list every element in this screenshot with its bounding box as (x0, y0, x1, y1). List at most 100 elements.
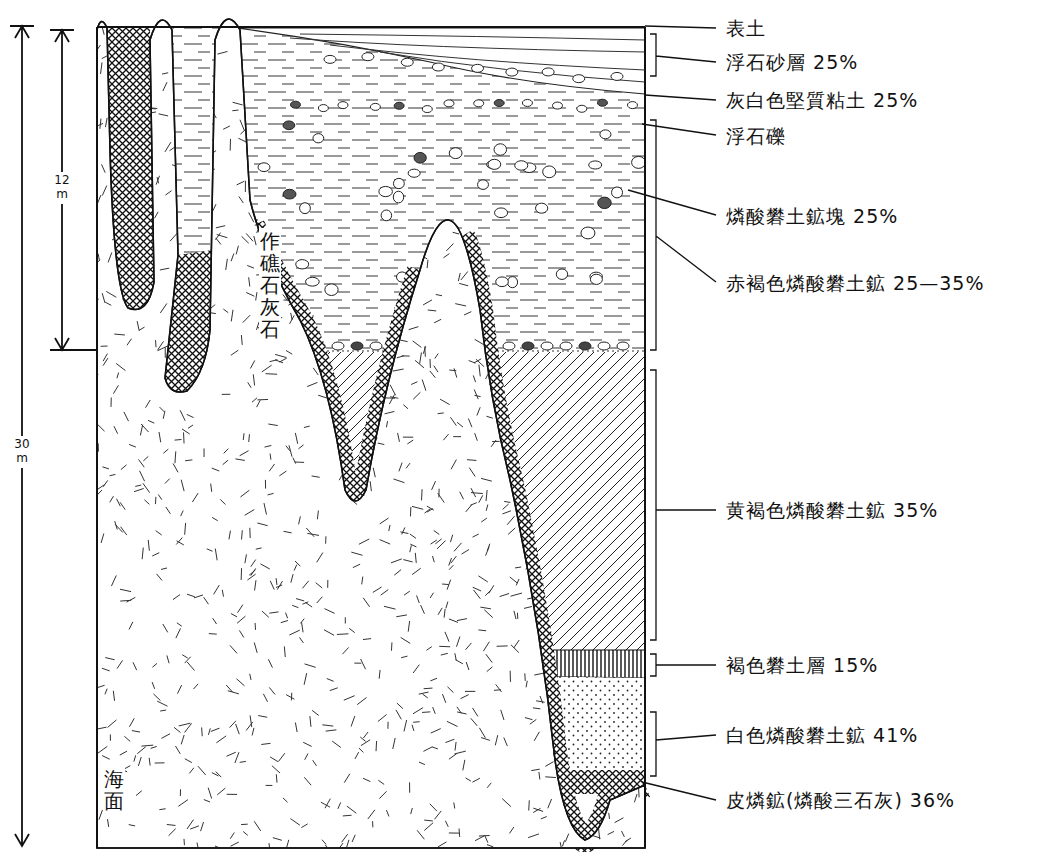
limestone-texture (406, 13, 408, 24)
limestone-texture (163, 624, 168, 632)
limestone-texture (303, 253, 310, 254)
limestone-texture (504, 74, 508, 80)
limestone-texture (302, 581, 308, 588)
limestone-texture (207, 549, 213, 551)
limestone-texture (417, 595, 420, 603)
limestone-texture (626, 238, 634, 241)
limestone-texture (424, 688, 433, 690)
limestone-texture (546, 335, 554, 337)
limestone-texture (412, 506, 423, 509)
limestone-texture (201, 344, 205, 349)
limestone-texture (499, 409, 507, 410)
sand-bedding (380, 52, 645, 82)
limestone-texture (322, 840, 326, 845)
limestone-texture (117, 373, 119, 379)
limestone-texture (608, 813, 610, 819)
limestone-texture (181, 735, 184, 744)
limestone-texture (525, 718, 533, 720)
limestone-texture (408, 621, 409, 632)
limestone-texture (403, 405, 408, 409)
limestone-texture (270, 454, 272, 460)
limestone-texture (602, 517, 605, 524)
limestone-texture (384, 606, 396, 609)
limestone-texture (392, 247, 401, 249)
limestone-texture (243, 433, 245, 440)
limestone-texture (358, 338, 365, 344)
limestone-texture (169, 144, 178, 151)
limestone-texture (561, 615, 570, 619)
limestone-texture (105, 689, 107, 695)
limestone-texture (372, 58, 375, 64)
limestone-texture (335, 359, 340, 369)
limestone-texture (242, 236, 249, 243)
limestone-texture (137, 19, 139, 31)
limestone-texture (136, 273, 139, 281)
limestone-texture (110, 496, 114, 502)
limestone-texture (574, 788, 579, 797)
limestone-texture (461, 139, 468, 140)
limestone-texture (227, 794, 237, 795)
limestone-texture (281, 620, 288, 622)
limestone-texture (122, 44, 131, 48)
limestone-texture (165, 479, 170, 484)
limestone-texture (598, 457, 604, 461)
pumice-pebble (542, 68, 554, 76)
limestone-texture (463, 760, 465, 771)
limestone-texture (194, 135, 196, 146)
limestone-texture (264, 214, 273, 219)
limestone-texture (286, 695, 294, 700)
limestone-texture (588, 101, 591, 106)
limestone-texture (391, 559, 402, 563)
limestone-texture (486, 505, 488, 511)
limestone-texture (530, 719, 536, 724)
limestone-texture (296, 599, 304, 601)
limestone-texture (312, 476, 320, 477)
pumice-pebble (394, 102, 404, 109)
limestone-texture (354, 22, 365, 23)
limestone-texture (575, 817, 576, 823)
limestone-texture (423, 747, 432, 752)
limestone-texture (620, 673, 626, 677)
limestone-texture (464, 312, 471, 315)
limestone-texture (388, 285, 390, 295)
limestone-texture (358, 326, 367, 329)
limestone-texture (590, 583, 596, 585)
limestone-texture (306, 528, 314, 537)
pumice-pebble (472, 64, 484, 72)
limestone-texture (413, 392, 420, 399)
limestone-texture (402, 32, 412, 36)
leader-line (650, 120, 716, 350)
limestone-texture (486, 416, 492, 418)
limestone-texture (562, 347, 571, 355)
limestone-texture (386, 211, 391, 220)
limestone-texture (425, 191, 430, 200)
limestone-texture (527, 428, 537, 430)
limestone-texture (510, 577, 517, 583)
limestone-texture (290, 819, 299, 826)
limestone-texture (216, 233, 221, 240)
limestone-texture (351, 552, 362, 555)
limestone-texture (99, 15, 101, 21)
limestone-texture (504, 501, 510, 502)
leader-line (650, 370, 716, 640)
limestone-texture (370, 481, 371, 491)
limestone-texture (433, 707, 436, 714)
limestone-texture (141, 265, 144, 272)
limestone-texture (115, 102, 121, 106)
limestone-texture (177, 541, 184, 545)
limestone-texture (158, 495, 162, 500)
layer-label: 灰白色堅質粘土 25% (726, 89, 918, 112)
limestone-texture (528, 463, 534, 465)
limestone-texture (279, 358, 286, 362)
limestone-texture (101, 534, 104, 543)
limestone-texture (114, 334, 125, 336)
limestone-texture (244, 42, 250, 46)
ore-nodule (598, 197, 612, 208)
limestone-texture (555, 213, 562, 218)
limestone-texture (110, 161, 118, 166)
limestone-texture (475, 836, 484, 841)
limestone-texture (181, 122, 185, 127)
limestone-texture (446, 145, 452, 146)
limestone-texture (258, 716, 267, 718)
limestone-texture (550, 594, 552, 600)
